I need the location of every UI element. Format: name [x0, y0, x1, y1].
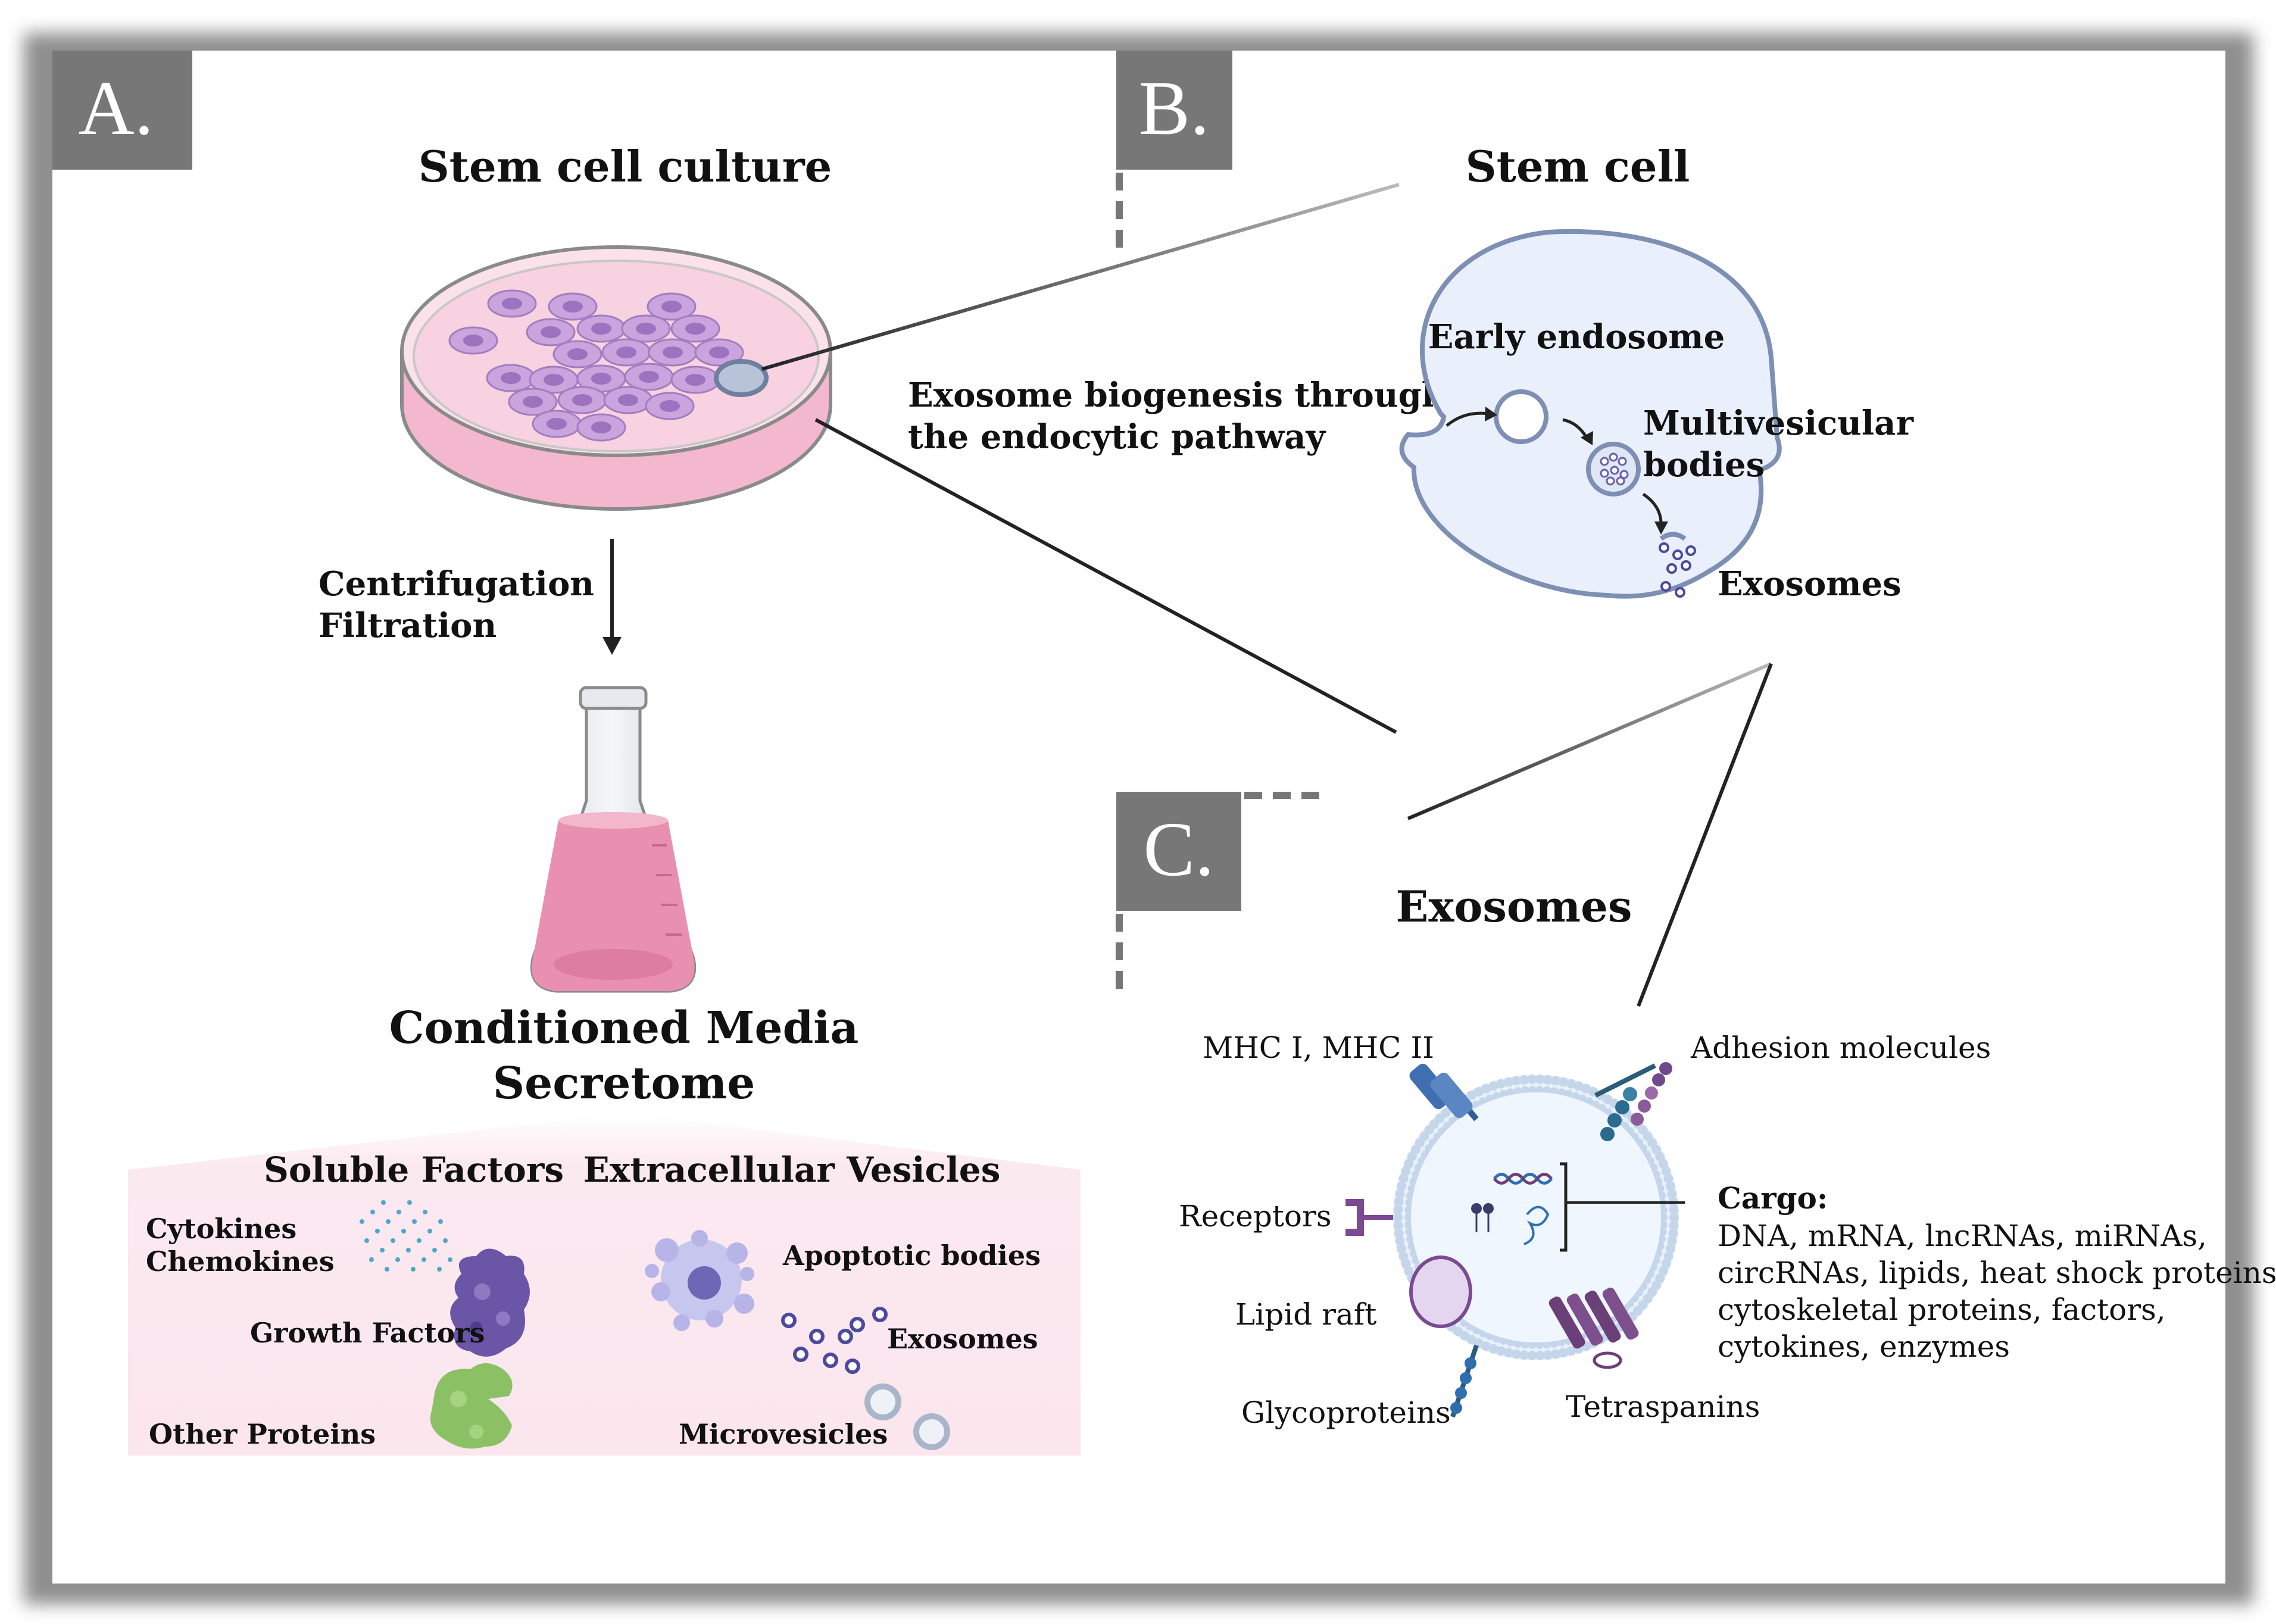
stem-cell-title: Stem cell	[1466, 141, 1690, 192]
cargo-line-3: cytoskeletal proteins, factors,	[1718, 1292, 2166, 1327]
centrifugation-label: Centrifugation	[319, 564, 594, 604]
cargo-line-1: DNA, mRNA, lncRNAs, miRNAs,	[1718, 1219, 2207, 1253]
lipid-raft-label: Lipid raft	[1235, 1297, 1376, 1332]
mhc-protein-icon	[1409, 1063, 1479, 1122]
panel-b-label: B.	[1116, 51, 1232, 250]
receptors-label: Receptors	[1179, 1199, 1332, 1233]
released-exosomes-icon	[1659, 542, 1696, 598]
zoom-line-c-right	[1637, 663, 1773, 1007]
biogenesis-label-line2: the endocytic pathway	[908, 417, 1326, 457]
chemokines-label: Chemokines	[146, 1245, 335, 1278]
extracellular-vesicles-title: Extracellular Vesicles	[583, 1150, 1001, 1190]
cargo-line-2: circRNAs, lipids, heat shock proteins,	[1718, 1256, 2276, 1290]
receptor-icon	[1345, 1199, 1393, 1236]
zoom-line-c-left	[1407, 662, 1772, 820]
tetraspanins-label: Tetraspanins	[1566, 1389, 1760, 1424]
mhc-label: MHC I, MHC II	[1203, 1030, 1434, 1065]
cytokine-particles-icon	[360, 1200, 452, 1272]
exosome-structure	[1345, 1062, 1685, 1418]
soluble-factors-title: Soluble Factors	[264, 1150, 564, 1190]
early-endosome-label: Early endosome	[1428, 317, 1725, 357]
panel-c-label: C.	[1116, 792, 1325, 994]
exosomes-title-c: Exosomes	[1396, 881, 1632, 932]
exosomes-label-b: Exosomes	[1718, 564, 1902, 604]
stem-cell-diagram	[1399, 229, 1782, 599]
zoom-line-top	[761, 183, 1400, 371]
secretome-box	[128, 1113, 1081, 1456]
panel-a-label: A.	[52, 51, 192, 170]
apoptotic-body-icon	[645, 1230, 754, 1331]
glycoprotein-icon	[1450, 1344, 1479, 1418]
secretome-title: Secretome	[493, 1058, 755, 1109]
apoptotic-bodies-label: Apoptotic bodies	[782, 1239, 1041, 1272]
svg-text:B.: B.	[1138, 65, 1209, 151]
growth-factors-label: Growth Factors	[250, 1317, 485, 1349]
media-title: Conditioned Media	[389, 1002, 859, 1054]
cargo-title: Cargo:	[1718, 1180, 1828, 1216]
process-arrow	[602, 539, 622, 655]
filtration-label: Filtration	[319, 606, 497, 645]
cytokines-label: Cytokines	[146, 1213, 296, 1245]
cargo-contents-icon	[1471, 1173, 1553, 1245]
exosome-vesicles-icon	[781, 1307, 888, 1374]
lipid-raft-icon	[1409, 1256, 1472, 1328]
multivesicular-label-line2: bodies	[1643, 445, 1765, 485]
microvesicles-label: Microvesicles	[679, 1418, 888, 1450]
other-protein-icon	[430, 1363, 513, 1449]
adhesion-label: Adhesion molecules	[1690, 1030, 1991, 1065]
flask-icon	[530, 686, 697, 993]
svg-text:C.: C.	[1143, 807, 1214, 892]
adhesion-molecule-icon	[1594, 1062, 1672, 1141]
growth-factor-protein-icon	[450, 1248, 530, 1357]
microvesicle-icon	[864, 1383, 950, 1450]
biogenesis-label-line1: Exosome biogenesis through	[908, 376, 1445, 415]
tetraspanin-icon	[1548, 1287, 1639, 1369]
glycoproteins-label: Glycoproteins	[1241, 1395, 1451, 1430]
svg-text:A.: A.	[79, 65, 154, 151]
early-endosome-icon	[1494, 389, 1548, 444]
zoom-line-bottom	[814, 418, 1397, 734]
cultured-cells	[448, 289, 744, 442]
other-proteins-label: Other Proteins	[149, 1418, 376, 1450]
culture-title: Stem cell culture	[419, 141, 832, 192]
cargo-line-4: cytokines, enzymes	[1718, 1329, 2010, 1364]
selected-cell-marker	[714, 359, 769, 397]
exosomes-label-a: Exosomes	[887, 1323, 1038, 1355]
multivesicular-label-line1: Multivesicular	[1643, 404, 1914, 443]
petri-dish	[400, 245, 832, 511]
